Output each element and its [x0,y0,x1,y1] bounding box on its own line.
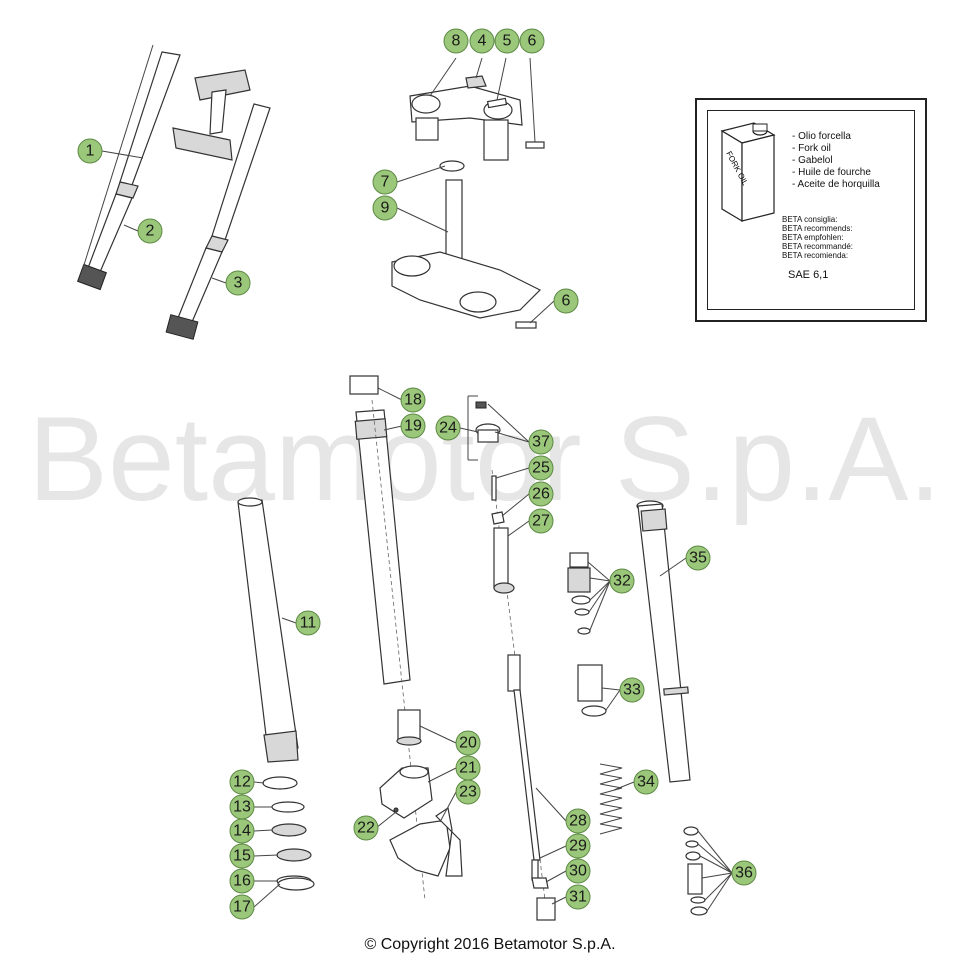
callout-22[interactable]: 22 [353,815,379,841]
oil-lang-fr: - Huile de fourche [792,167,871,178]
rec-it: BETA consiglia: [782,215,838,224]
fork-internals-drawing [237,375,708,921]
fork-oil-box: FORK OIL - Olio forcella - Fork oil - Ga… [695,98,927,322]
rec-de: BETA empfohlen: [782,233,844,242]
svg-text:14: 14 [233,823,251,840]
oil-can-icon: FORK OIL [720,122,776,223]
callout-9[interactable]: 9 [372,195,398,221]
callout-5[interactable]: 5 [494,28,520,54]
svg-text:19: 19 [404,418,422,435]
callout-20[interactable]: 20 [455,730,481,756]
callout-19[interactable]: 19 [400,413,426,439]
svg-text:1: 1 [86,143,95,160]
svg-text:22: 22 [357,820,375,837]
callout-21[interactable]: 21 [455,755,481,781]
callout-13[interactable]: 13 [229,794,255,820]
svg-text:25: 25 [532,460,550,477]
svg-text:11: 11 [300,615,317,632]
callout-31[interactable]: 31 [565,884,591,910]
callout-28[interactable]: 28 [565,808,591,834]
callout-11[interactable]: 11 [295,610,321,636]
rec-es: BETA recomienda: [782,251,849,260]
oil-grade: SAE 6,1 [788,269,829,281]
svg-text:29: 29 [569,838,587,855]
svg-text:16: 16 [233,873,251,890]
svg-text:36: 36 [735,865,753,882]
callout-4[interactable]: 4 [469,28,495,54]
svg-text:23: 23 [459,784,477,801]
svg-text:17: 17 [233,899,251,916]
callout-23[interactable]: 23 [455,779,481,805]
oil-language-list: - Olio forcella - Fork oil - Gabelol - H… [792,131,880,191]
svg-text:6: 6 [562,293,571,310]
callout-29[interactable]: 29 [565,833,591,859]
copyright-notice: © Copyright 2016 Betamotor S.p.A. [364,936,616,953]
svg-text:12: 12 [233,774,251,791]
rec-en: BETA recommends: [782,224,853,233]
svg-text:24: 24 [439,420,457,437]
callout-30[interactable]: 30 [565,858,591,884]
callout-17[interactable]: 17 [229,894,255,920]
callout-1[interactable]: 1 [77,138,103,164]
callout-16[interactable]: 16 [229,868,255,894]
svg-text:34: 34 [637,774,655,791]
callout-6b[interactable]: 6 [553,288,579,314]
fork-oil-box-inner: FORK OIL - Olio forcella - Fork oil - Ga… [707,110,915,310]
svg-text:5: 5 [503,33,512,50]
svg-text:8: 8 [452,33,461,50]
callout-36[interactable]: 36 [731,860,757,886]
svg-text:15: 15 [233,848,251,865]
svg-text:18: 18 [404,392,422,409]
svg-text:4: 4 [478,33,487,50]
callout-8[interactable]: 8 [443,28,469,54]
callout-35[interactable]: 35 [685,545,711,571]
svg-text:7: 7 [381,174,390,191]
leader-lines [101,57,733,912]
svg-text:13: 13 [233,799,251,816]
svg-text:33: 33 [623,682,641,699]
triple-clamp-drawing [391,75,545,329]
callout-34[interactable]: 34 [633,769,659,795]
callout-24[interactable]: 24 [435,415,461,441]
callout-32[interactable]: 32 [609,568,635,594]
callout-18[interactable]: 18 [400,387,426,413]
svg-text:27: 27 [532,513,550,530]
rec-fr: BETA recommandé: [782,242,853,251]
svg-text:31: 31 [569,889,587,906]
oil-recommend-list: BETA consiglia: BETA recommends: BETA em… [782,215,853,260]
svg-text:28: 28 [569,813,587,830]
svg-text:21: 21 [459,760,477,777]
callout-12[interactable]: 12 [229,769,255,795]
svg-text:32: 32 [613,573,631,590]
svg-text:20: 20 [459,735,477,752]
watermark: Betamotor S.p.A. [28,392,942,526]
svg-text:30: 30 [569,863,587,880]
svg-text:2: 2 [146,223,155,240]
callout-2[interactable]: 2 [137,218,163,244]
callout-6[interactable]: 6 [519,28,545,54]
callout-3[interactable]: 3 [225,270,251,296]
callouts: 1 2 3 8 4 5 6 7 9 6 18 19 24 37 25 26 27… [77,28,757,920]
callout-37[interactable]: 37 [528,429,554,455]
callout-15[interactable]: 15 [229,843,255,869]
svg-text:35: 35 [689,550,707,567]
callout-25[interactable]: 25 [528,455,554,481]
callout-14[interactable]: 14 [229,818,255,844]
callout-27[interactable]: 27 [528,508,554,534]
oil-lang-it: - Olio forcella [792,131,851,142]
svg-text:37: 37 [532,434,550,451]
callout-26[interactable]: 26 [528,481,554,507]
svg-text:3: 3 [234,275,243,292]
fork-assembly-drawing [77,44,271,340]
oil-lang-de: - Gabelol [792,155,833,166]
svg-text:26: 26 [532,486,550,503]
svg-text:6: 6 [528,33,537,50]
svg-text:9: 9 [381,200,390,217]
oil-lang-en: - Fork oil [792,143,831,154]
oil-lang-es: - Aceite de horquilla [792,179,880,190]
callout-7[interactable]: 7 [372,169,398,195]
callout-33[interactable]: 33 [619,677,645,703]
